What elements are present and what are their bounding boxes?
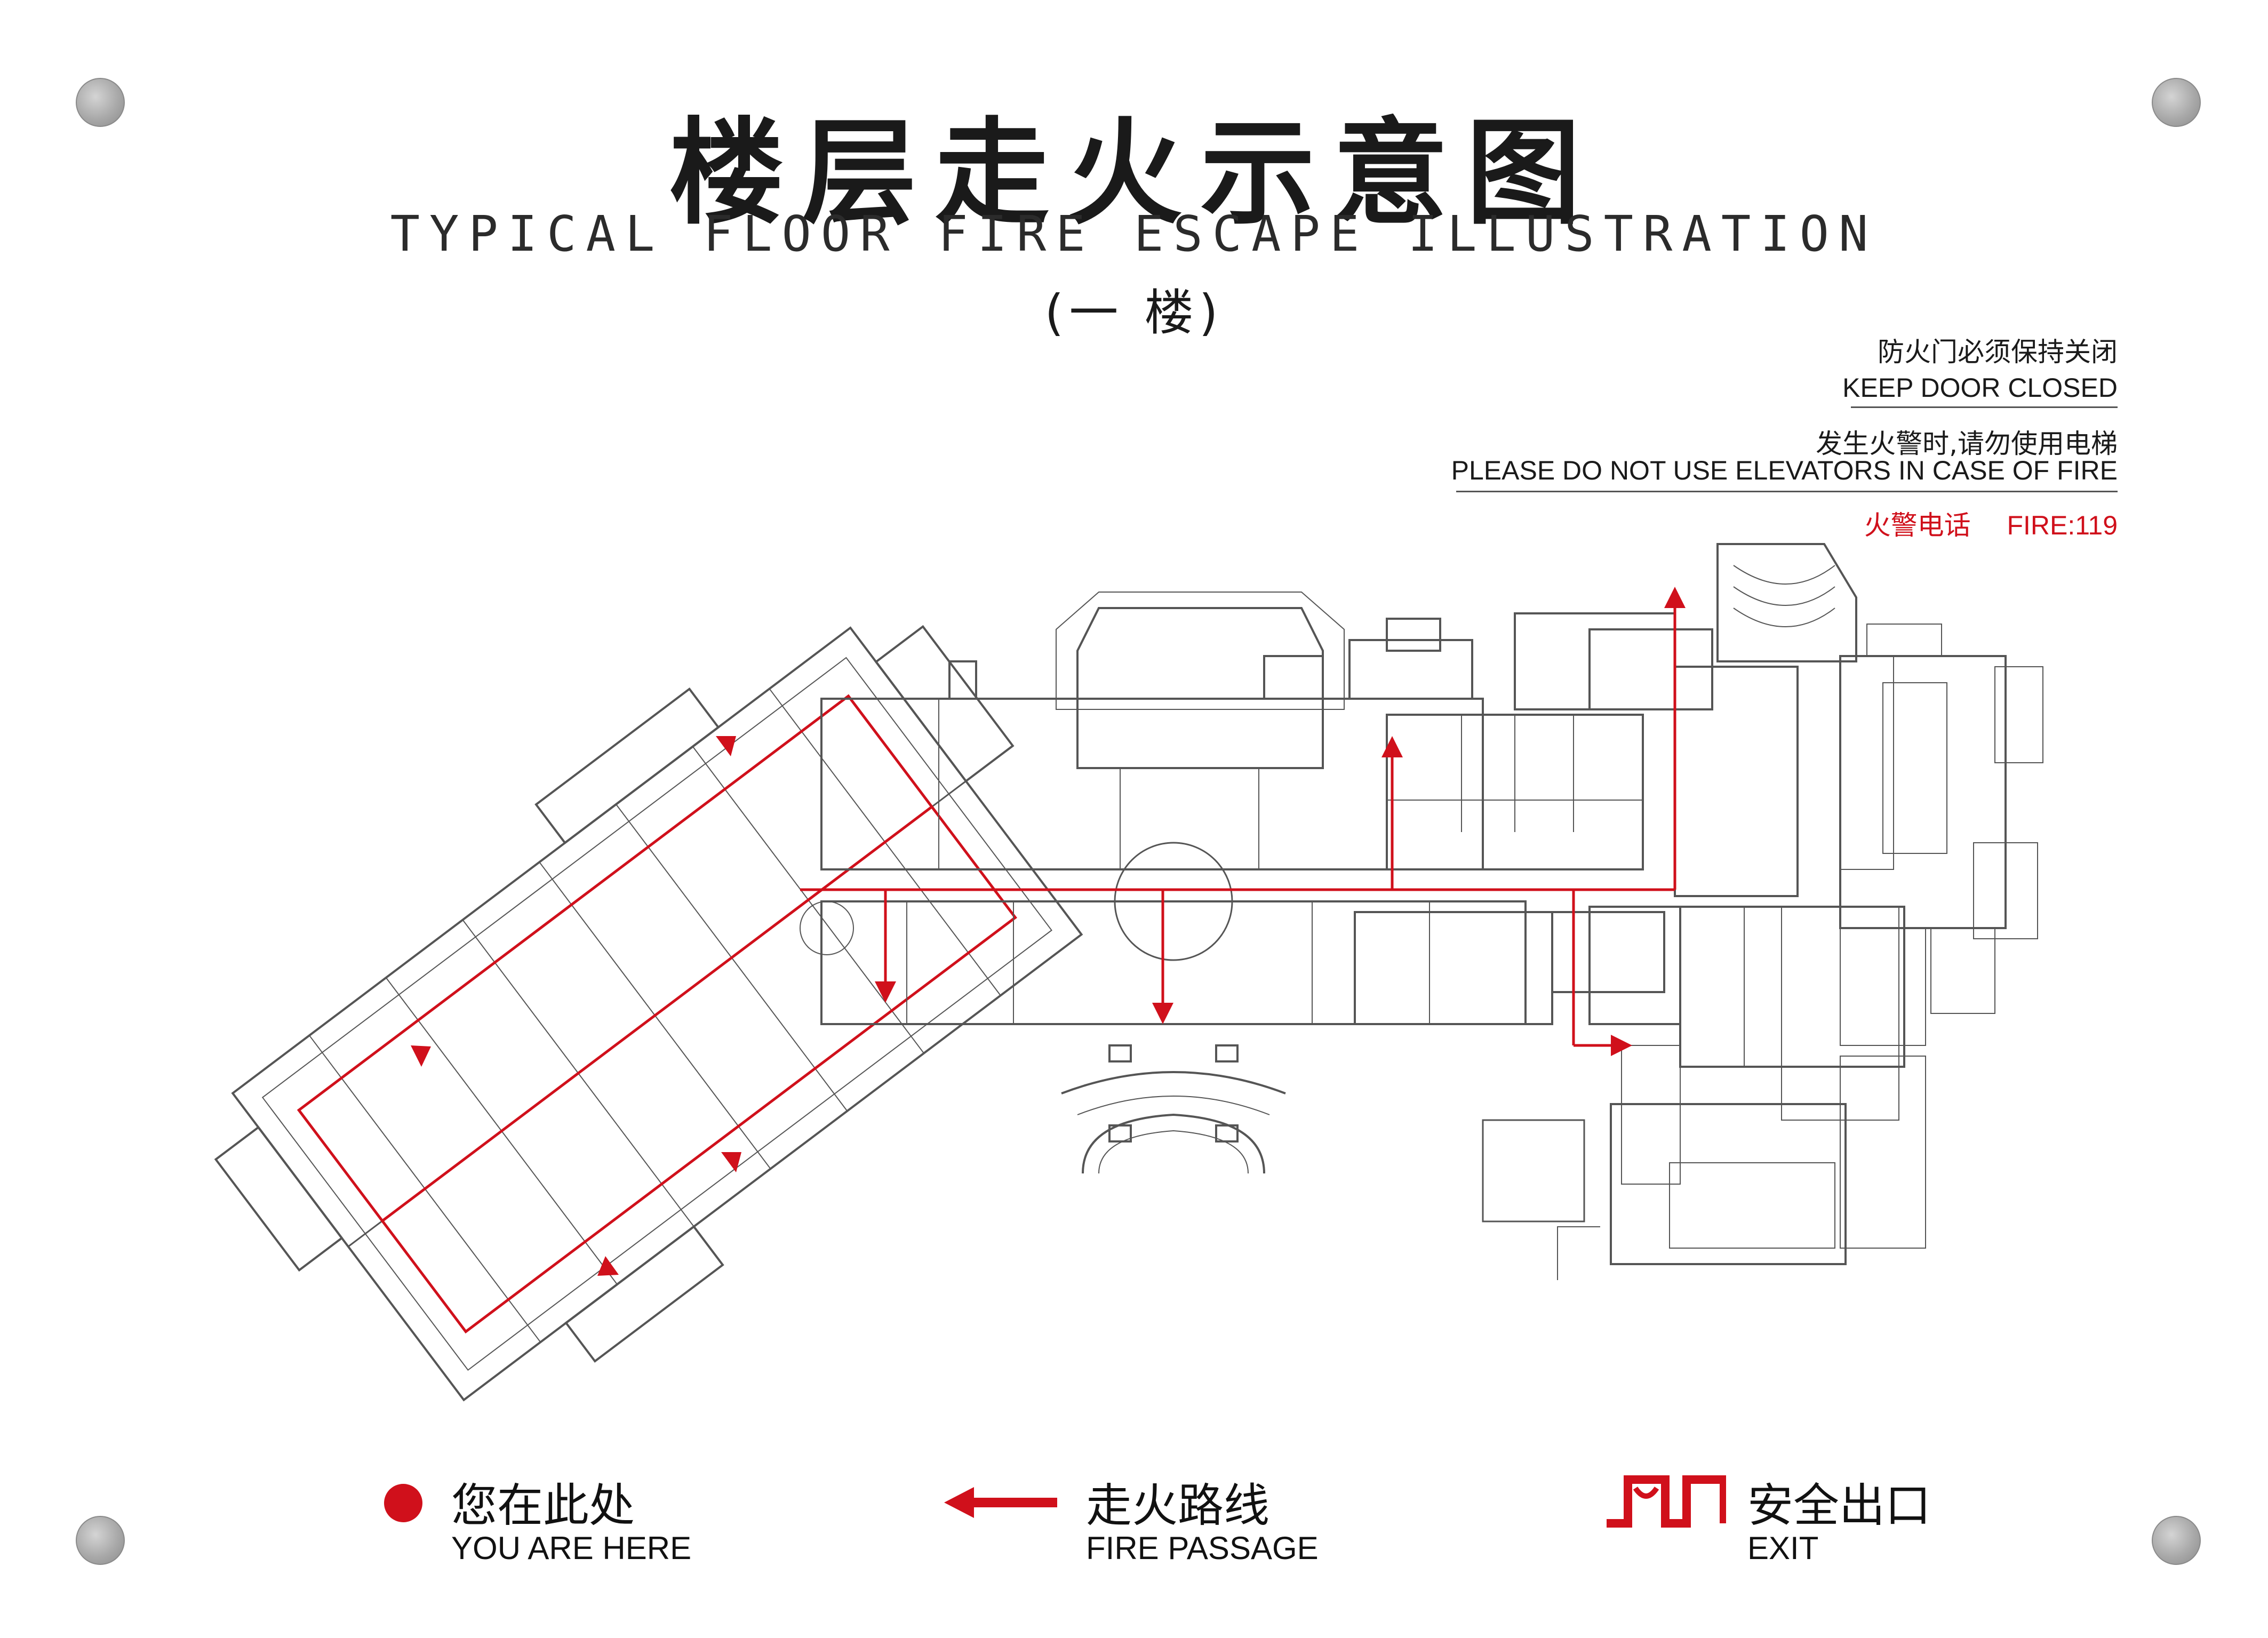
notice-divider — [1456, 491, 2118, 492]
central-block — [800, 592, 1527, 1174]
east-route — [800, 603, 1676, 1047]
exit-icon — [1607, 1475, 1726, 1528]
legend-passage-cn: 走火路线 — [1086, 1479, 1269, 1532]
screw-bottom-right — [2152, 1516, 2201, 1565]
fire-phone-number: FIRE:119 — [2007, 510, 2118, 540]
notice-door-en: KEEP DOOR CLOSED — [1842, 373, 2118, 403]
legend-passage-en: FIRE PASSAGE — [1086, 1530, 1319, 1566]
page-subtitle: TYPICAL FLOOR FIRE ESCAPE ILLUSTRATION — [390, 205, 1878, 262]
screw-top-right — [2152, 78, 2201, 127]
fire-phone-label: 火警电话 — [1864, 510, 1971, 541]
legend-exit-en: EXIT — [1747, 1530, 1819, 1566]
you-are-here-icon — [384, 1484, 422, 1522]
screw-bottom-left — [76, 1516, 125, 1565]
legend-exit-cn: 安全出口 — [1747, 1479, 1931, 1532]
notice-divider — [1851, 406, 2118, 408]
floor-label: (一 楼) — [1044, 284, 1224, 341]
notice-elevator-en: PLEASE DO NOT USE ELEVATORS IN CASE OF F… — [1451, 456, 2118, 485]
notice-door-cn: 防火门必须保持关闭 — [1878, 337, 2118, 367]
route-arrows — [411, 587, 1686, 1276]
notice-elevator-cn: 发生火警时,请勿使用电梯 — [1816, 428, 2118, 459]
screw-top-left — [76, 78, 125, 127]
west-wing-route — [297, 694, 1017, 1334]
fire-passage-arrow-icon — [944, 1487, 1057, 1518]
legend-here-en: YOU ARE HERE — [451, 1530, 692, 1566]
legend-here-cn: 您在此处 — [451, 1479, 635, 1532]
east-block — [1354, 543, 2043, 1280]
notice-fire-phone: 火警电话 FIRE:119 — [1864, 504, 2118, 542]
page-title: 楼层走火示意图 — [669, 106, 1599, 240]
